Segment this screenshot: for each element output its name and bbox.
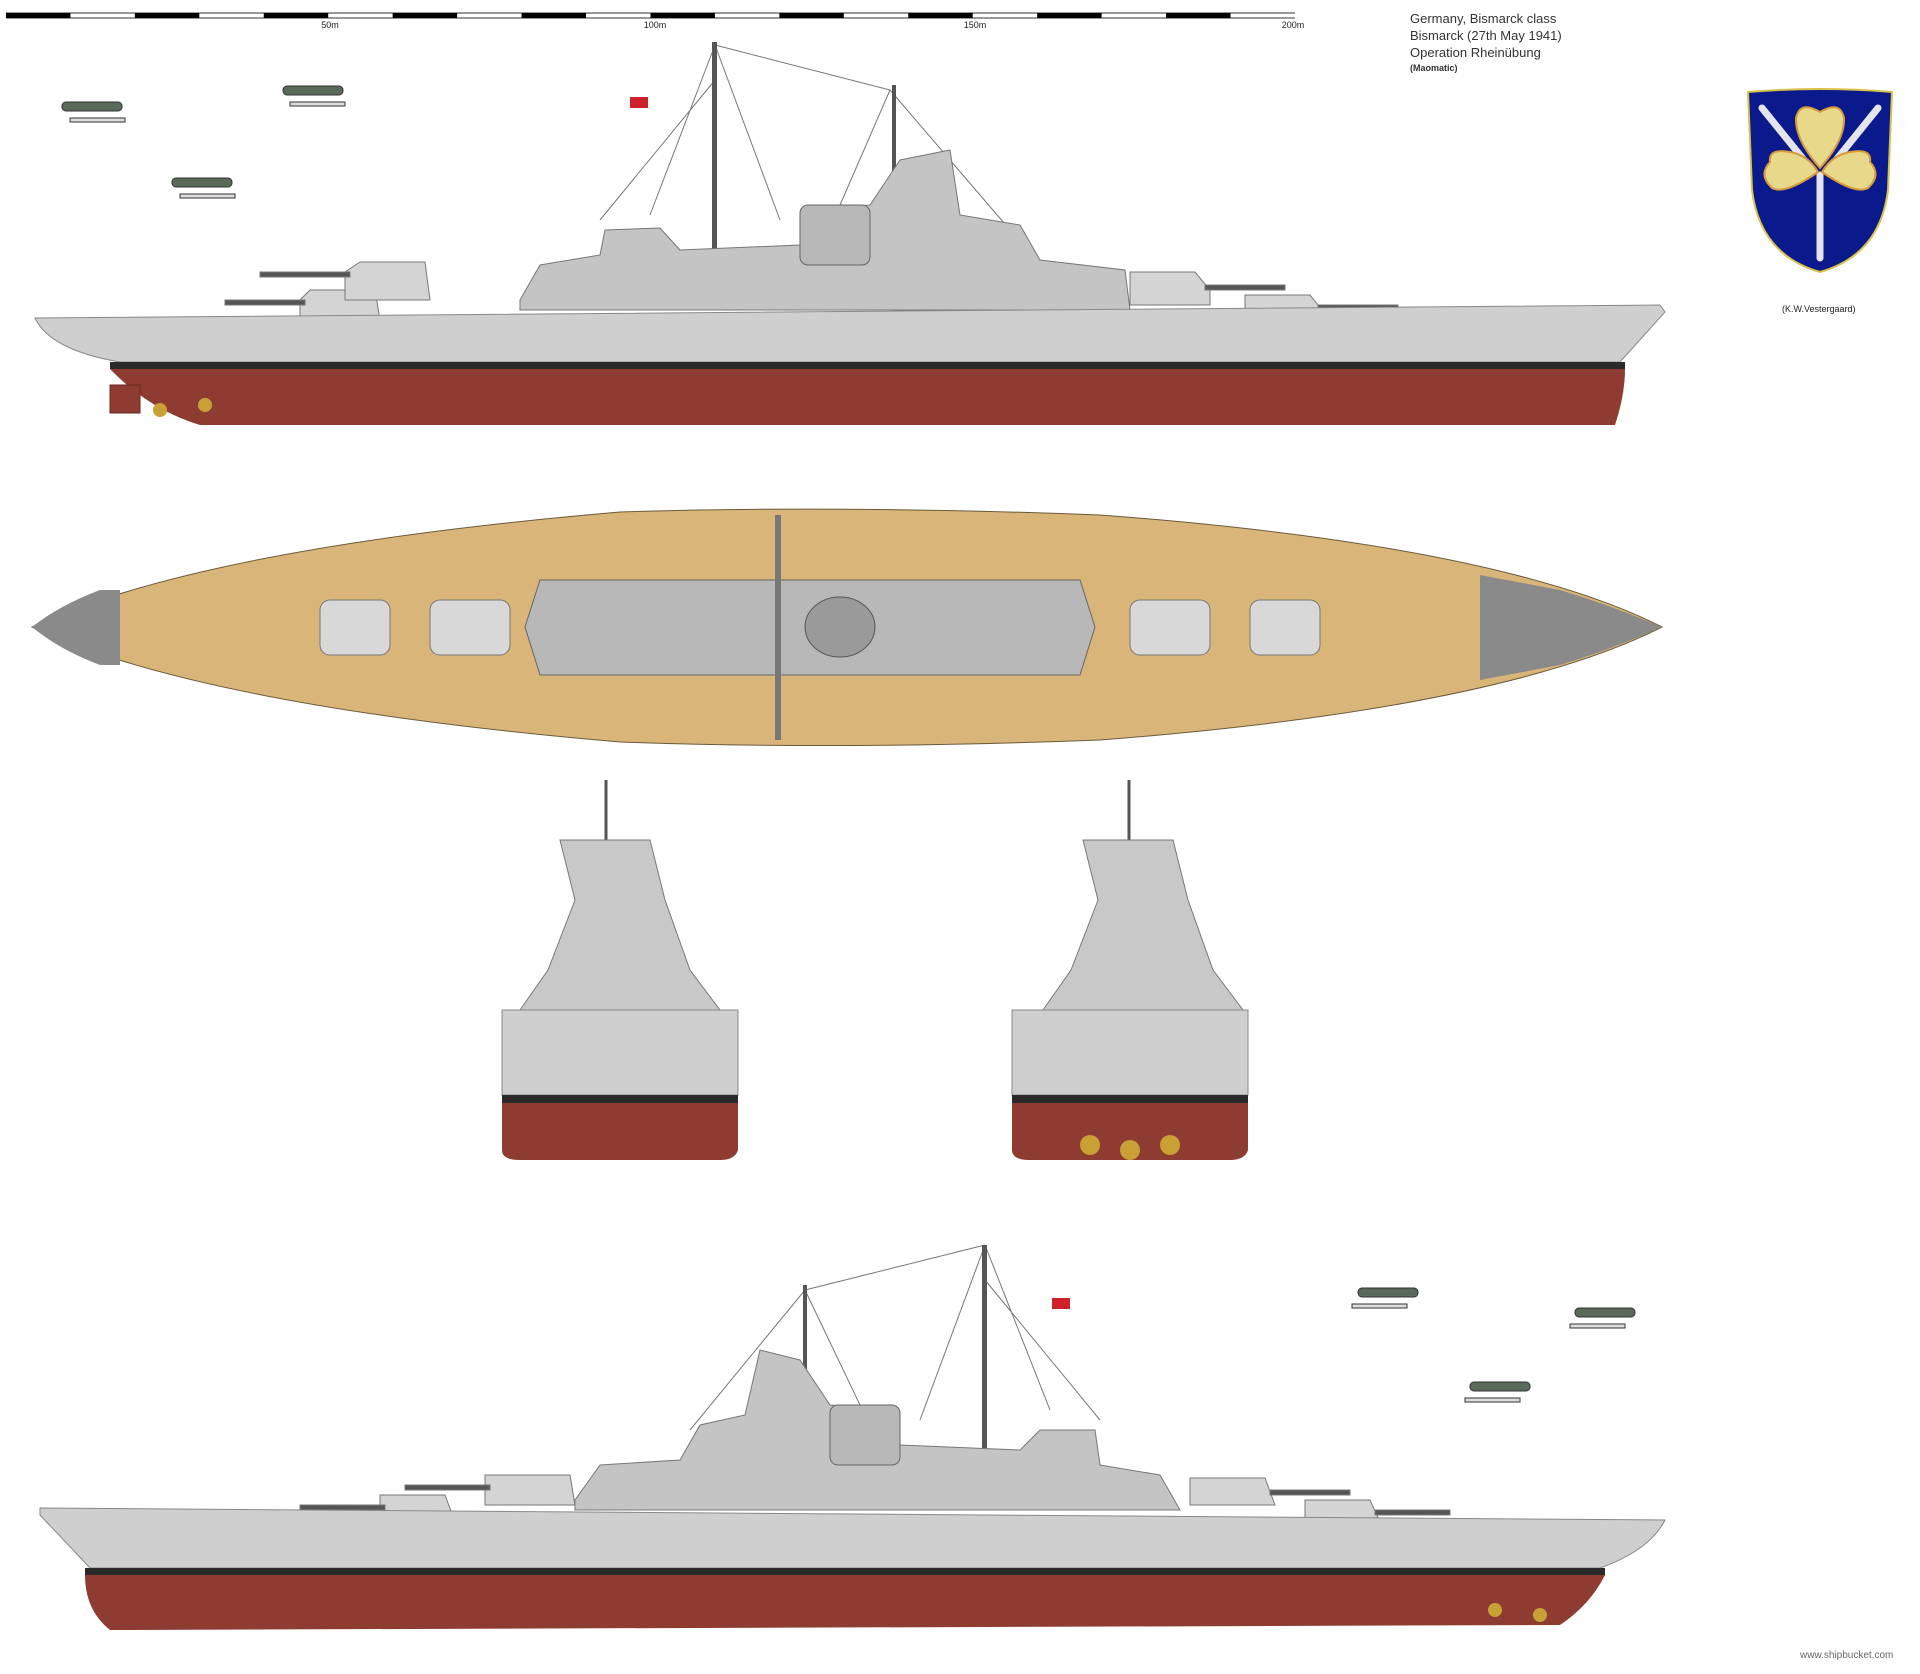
scale-segment [521,13,587,18]
scale-segment [70,14,135,17]
scale-segment [1166,13,1231,18]
seaplane-icon [1351,1287,1419,1309]
title-block: Germany, Bismarck class Bismarck (27th M… [1410,10,1562,75]
author-credit: (Maomatic) [1410,63,1458,73]
stern-view [1011,780,1249,1160]
scale-segment [972,14,1038,17]
funnel [829,1404,901,1466]
hull-lower [110,369,1625,425]
hull-upper [39,1507,1666,1569]
side-view-starboard [34,42,1666,425]
bow-deck-grey [1480,575,1662,680]
scale-label-150m: 150m [963,20,987,30]
scale-segment [263,13,329,18]
plan-turrets [319,599,1321,656]
main-mast [982,1245,987,1460]
scale-label-200m: 200m [1281,20,1305,30]
scale-segment [843,14,909,17]
side-view-port [39,1244,1666,1630]
arado-seaplanes [61,85,1636,1403]
scale-segment [650,13,715,18]
hull-upper [34,304,1666,363]
scale-segment [199,14,264,17]
seaplane-icon [61,101,126,123]
scale-segment [392,13,458,18]
scale-segment [457,14,522,17]
scale-segment [714,14,780,17]
seaplane-icon [171,177,236,199]
propeller-icon [1080,1135,1180,1160]
seaplane-icon [1569,1307,1636,1329]
funnel [799,204,871,266]
propeller-icon [1488,1603,1547,1622]
crest-credit: (K.W.Vestergaard) [1782,304,1856,314]
title-line-class: Germany, Bismarck class [1410,11,1557,26]
bow-view [501,780,739,1160]
scale-segment [1101,14,1167,17]
scale-segment [6,13,71,18]
scale-label-100m: 100m [643,20,667,30]
propeller-icon [153,398,212,417]
scale-segment [586,14,651,17]
site-credit: www.shipbucket.com [1800,1650,1894,1661]
boot-topping [85,1568,1605,1575]
catapult [775,515,781,740]
seaplane-icon [1464,1381,1531,1403]
flag-icon [1052,1298,1070,1309]
rudder [109,384,141,414]
scale-segment [1037,13,1102,18]
title-line-ship: Bismarck (27th May 1941) [1410,28,1562,43]
scale-segment [908,13,973,18]
scale-label-50m: 50m [321,20,339,30]
plan-view [30,508,1664,747]
scale-bar [6,12,1295,19]
main-mast [712,42,717,257]
stern-deck-grey [32,590,120,665]
hull-lower [85,1575,1605,1630]
aft-mast [892,85,896,250]
plan-funnel [804,596,876,658]
seaplane-icon [282,85,346,107]
flag-icon [630,97,648,108]
mast-rigging [689,1244,1101,1431]
scale-segment [328,14,393,17]
scale-segment [134,13,200,18]
boot-topping [110,362,1625,369]
scale-segment [1230,14,1295,17]
title-line-operation: Operation Rheinübung [1410,45,1541,60]
scale-segment [779,13,844,18]
